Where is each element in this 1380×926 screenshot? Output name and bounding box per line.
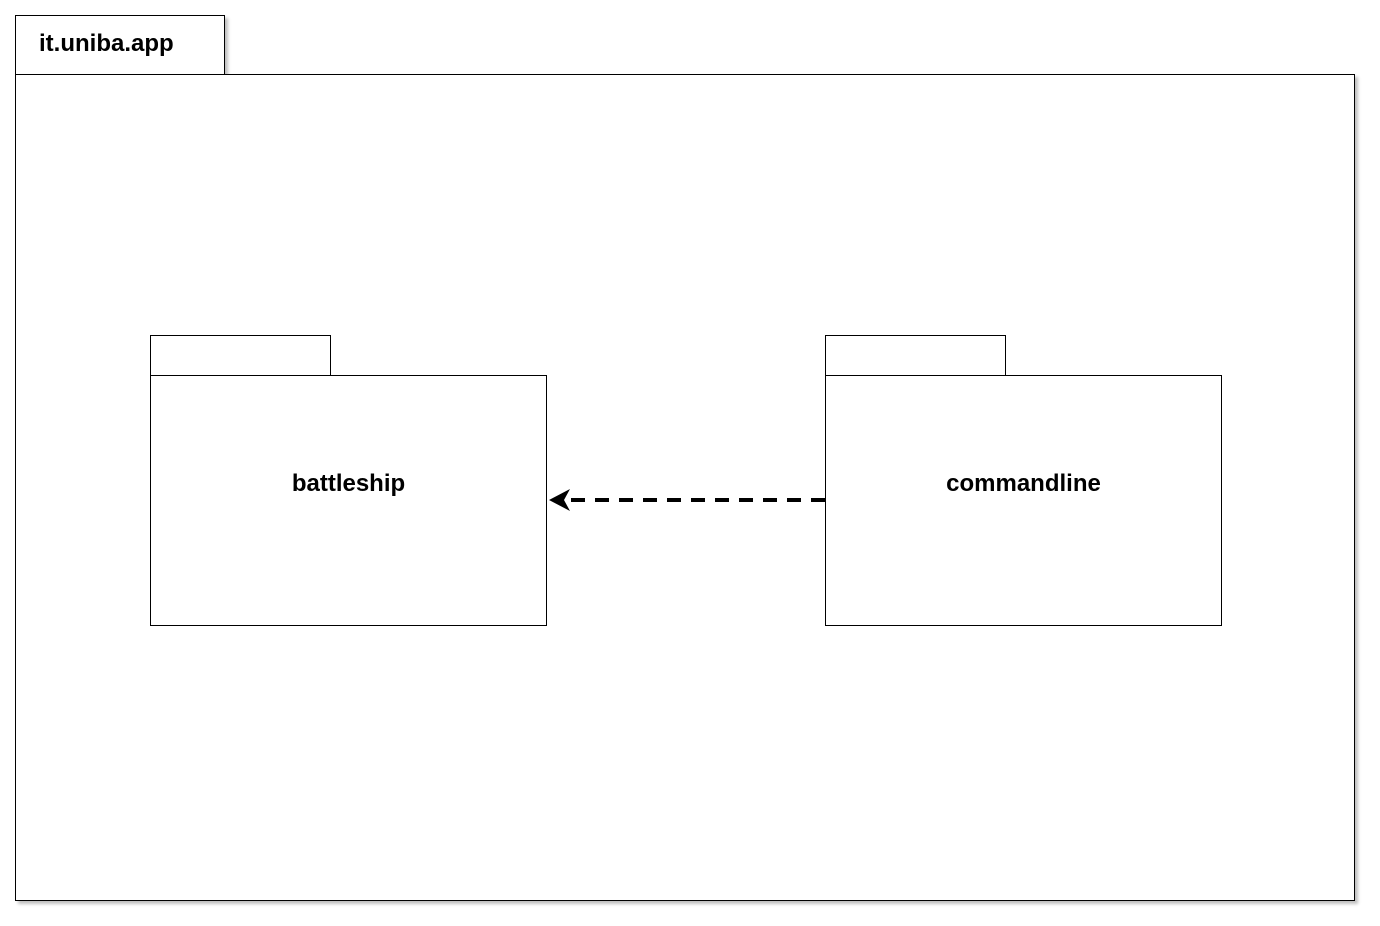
commandline-package[interactable]: commandline xyxy=(825,375,1222,626)
battleship-package-tab[interactable] xyxy=(150,335,331,376)
battleship-package[interactable]: battleship xyxy=(150,375,547,626)
container-package-tab[interactable]: it.uniba.app xyxy=(15,15,225,74)
commandline-package-tab[interactable] xyxy=(825,335,1006,376)
commandline-package-label: commandline xyxy=(946,470,1101,497)
container-package-label: it.uniba.app xyxy=(39,30,174,57)
battleship-package-label: battleship xyxy=(291,470,406,497)
